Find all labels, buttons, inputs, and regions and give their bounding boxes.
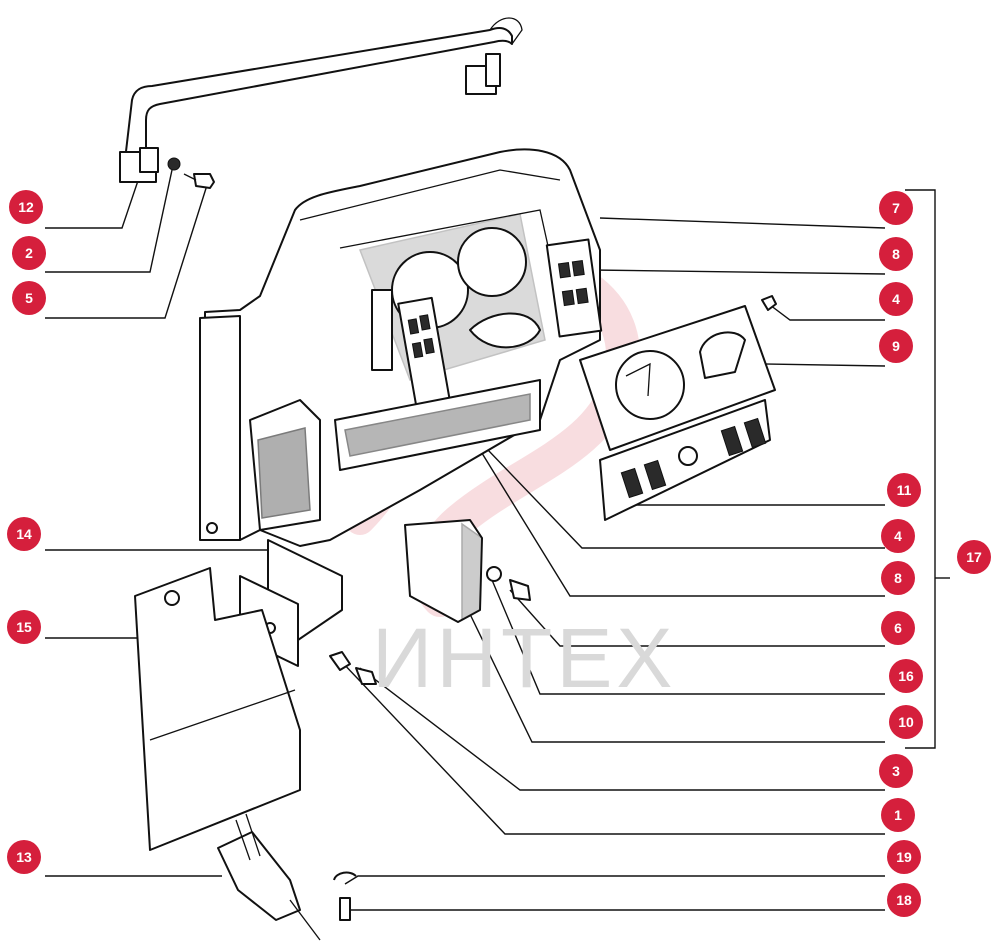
callout-19: 19	[887, 840, 921, 874]
callout-8a: 8	[879, 237, 913, 271]
callout-10: 10	[889, 705, 923, 739]
callout-3: 3	[879, 754, 913, 788]
callout-4b: 4	[881, 519, 915, 553]
guard-bracket	[134, 539, 377, 851]
leader-7	[599, 217, 886, 229]
callout-4a: 4	[879, 282, 913, 316]
callout-17: 17	[957, 540, 991, 574]
leader-10	[467, 609, 885, 743]
leader-4a	[769, 304, 885, 321]
callout-12: 12	[9, 190, 43, 224]
callout-11: 11	[887, 473, 921, 507]
switch-plate	[579, 295, 777, 521]
leader-8a	[591, 269, 886, 275]
callout-18: 18	[887, 883, 921, 917]
leader-2	[45, 169, 173, 273]
callout-15: 15	[7, 610, 41, 644]
lower-strut	[217, 813, 357, 941]
callout-5: 5	[12, 281, 46, 315]
leader-5	[45, 181, 209, 319]
callout-16: 16	[889, 659, 923, 693]
leader-3	[359, 667, 885, 791]
leader-1	[339, 659, 885, 835]
cab-panel	[199, 148, 603, 547]
leader-8b	[447, 397, 885, 597]
callout-8b: 8	[881, 561, 915, 595]
leader-6	[509, 589, 885, 647]
callout-2: 2	[12, 236, 46, 270]
leader-19	[344, 875, 885, 885]
callout-9: 9	[879, 329, 913, 363]
callout-14: 14	[7, 517, 41, 551]
small-cover	[404, 519, 531, 623]
bracket-17	[905, 189, 936, 749]
watermark-text: ИНТЕХ	[372, 611, 677, 705]
leader-16	[491, 579, 885, 695]
callout-6: 6	[881, 611, 915, 645]
callout-13: 13	[7, 840, 41, 874]
handrail	[119, 17, 523, 189]
callout-1: 1	[881, 798, 915, 832]
callout-7: 7	[879, 191, 913, 225]
